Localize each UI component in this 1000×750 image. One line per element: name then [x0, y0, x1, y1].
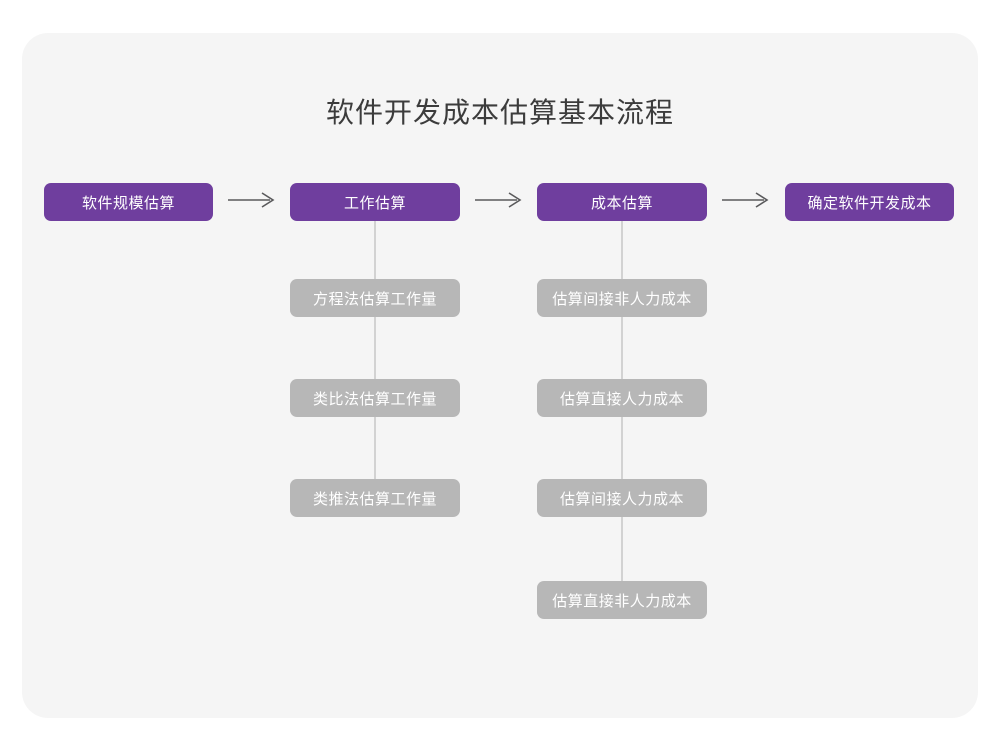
substep-node-label: 估算间接人力成本 [559, 490, 684, 508]
connector-line-col2-seg2 [374, 315, 376, 379]
substep-node-label: 方程法估算工作量 [312, 290, 437, 308]
stage-node-determine-development-cost[interactable]: 确定软件开发成本 [785, 183, 954, 221]
arrow-stage2-to-stage3 [473, 190, 525, 210]
arrow-stage1-to-stage2 [226, 190, 278, 210]
substep-node-equation-method-workload[interactable]: 方程法估算工作量 [290, 279, 460, 317]
substep-node-indirect-nonlabor-cost[interactable]: 估算间接非人力成本 [537, 279, 707, 317]
substep-node-analogy-method-workload[interactable]: 类比法估算工作量 [290, 379, 460, 417]
connector-line-col3-seg2 [621, 315, 623, 379]
stage-node-label: 成本估算 [590, 194, 653, 212]
stage-node-work-estimation[interactable]: 工作估算 [290, 183, 460, 221]
stage-node-label: 软件规模估算 [81, 194, 175, 212]
connector-line-col2-seg3 [374, 415, 376, 479]
stage-node-software-scale-estimation[interactable]: 软件规模估算 [44, 183, 213, 221]
substep-node-label: 估算间接非人力成本 [552, 290, 692, 308]
diagram-card [22, 33, 978, 718]
substep-node-indirect-labor-cost[interactable]: 估算间接人力成本 [537, 479, 707, 517]
substep-node-inference-method-workload[interactable]: 类推法估算工作量 [290, 479, 460, 517]
arrow-stage3-to-stage4 [720, 190, 772, 210]
substep-node-label: 估算直接非人力成本 [552, 592, 692, 610]
substep-node-direct-labor-cost[interactable]: 估算直接人力成本 [537, 379, 707, 417]
page-title: 软件开发成本估算基本流程 [325, 97, 674, 128]
substep-node-label: 估算直接人力成本 [559, 390, 684, 408]
substep-node-direct-nonlabor-cost[interactable]: 估算直接非人力成本 [537, 581, 707, 619]
stage-node-label: 确定软件开发成本 [807, 194, 932, 212]
connector-line-col2-seg1 [374, 219, 376, 279]
connector-line-col3-seg1 [621, 219, 623, 279]
substep-node-label: 类推法估算工作量 [312, 490, 437, 508]
substep-node-label: 类比法估算工作量 [312, 390, 437, 408]
connector-line-col3-seg4 [621, 515, 623, 581]
connector-line-col3-seg3 [621, 415, 623, 479]
stage-node-label: 工作估算 [343, 194, 406, 212]
stage-node-cost-estimation[interactable]: 成本估算 [537, 183, 707, 221]
